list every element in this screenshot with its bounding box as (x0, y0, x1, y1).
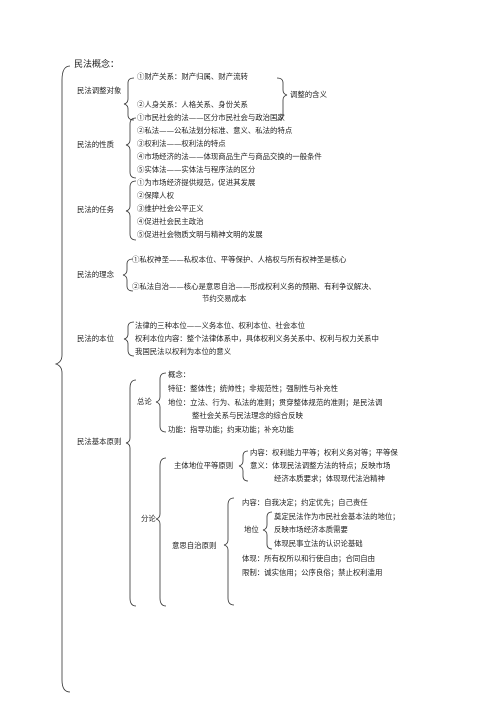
autonomy-limit: 限制：诚实信用；公序良俗；禁止权利滥用 (242, 568, 383, 577)
label-parts: 分论 (141, 514, 156, 523)
adjust-item-personal: ②人身关系：人格关系、身份关系 (137, 100, 248, 109)
equality-meaning-line-2: 经济本质要求；体现现代法治精神 (274, 474, 385, 483)
brace-adjust-right (276, 77, 288, 121)
label-adjust-object: 民法调整对象 (77, 86, 122, 95)
label-principles: 民法基本原则 (77, 437, 122, 446)
main-brace (54, 65, 71, 693)
task-item-4: ④促进社会民主政治 (137, 217, 204, 226)
label-equality: 主体地位平等原则 (174, 461, 234, 470)
page-title: 民法概念： (74, 60, 120, 70)
brace-autonomy (223, 497, 235, 606)
autonomy-status-item-2: 反映市场经济本质需要 (274, 525, 348, 534)
autonomy-status-item-3: 体现民事立法的认识论基础 (274, 539, 363, 548)
autonomy-embody: 体现：所有权所以和行使自由；合同自由 (242, 554, 376, 563)
general-function: 功能：指导功能；约束功能；补充功能 (168, 425, 294, 434)
autonomy-status-item-1: 奠定民法作为市民社会基本法的地位； (274, 512, 400, 521)
brace-standard (123, 321, 135, 357)
nature-item-2: ②私法——公私法划分标准、意义、私法的特点 (137, 126, 293, 135)
adjust-item-property: ①财产关系：财产归属、财产流转 (137, 72, 248, 81)
brace-general (155, 372, 167, 433)
task-item-2: ②保障人权 (137, 191, 174, 200)
brace-principles (125, 379, 137, 607)
brace-parts (155, 457, 167, 607)
standard-line-3: 我国民法以权利为本位的意义 (135, 347, 232, 356)
idea-item-1: ①私权神圣——私权本位、平等保护、人格权与所有权神圣是核心 (132, 255, 347, 264)
standard-line-1: 法律的三种本位——义务本位、权利本位、社会本位 (135, 321, 305, 330)
general-status-line-2: 整社会关系与民法理念的综合反映 (192, 411, 303, 420)
label-idea: 民法的理念 (77, 270, 114, 279)
task-item-5: ⑤促进社会物质文明与精神文明的发展 (137, 230, 263, 239)
brace-equality (238, 450, 249, 482)
task-item-3: ③维护社会公平正义 (137, 204, 204, 213)
label-nature: 民法的性质 (77, 140, 114, 149)
adjust-meaning: 调整的含义 (290, 90, 327, 99)
autonomy-status-label: 地位 (244, 525, 259, 534)
idea-item-2-line-1: ②私法自治——核心是意思自治——形成权利义务的预期、有利争议解决、 (132, 282, 376, 291)
task-item-1: ①为市场经济提供规范，促进其发展 (137, 178, 256, 187)
label-task: 民法的任务 (77, 205, 114, 214)
nature-item-5: ⑤实体法——实体法与程序法的区分 (137, 165, 256, 174)
equality-meaning-line-1: 意义：体现民法调整方法的特点；反映市场 (250, 461, 391, 470)
general-status-line-1: 地位：立法、行为、私法的准则；贯穿整体规范的准则；是民法调 (168, 398, 383, 407)
general-feature: 特征：整体性；统帅性；非规范性；强制性与补充性 (168, 384, 338, 393)
idea-item-2-line-2: 节约交易成本 (202, 294, 247, 303)
label-standard: 民法的本位 (77, 334, 114, 343)
brace-adjust (123, 77, 135, 121)
nature-item-1: ①市民社会的法——区分市民社会与政治国家 (137, 113, 285, 122)
autonomy-content: 内容：自我决定；约定优先；自己责任 (242, 498, 368, 507)
brace-idea (122, 258, 134, 292)
standard-line-2: 权利本位内容：整个法律体系中，具体权利义务关系中、权利与权力关系中 (135, 334, 379, 343)
general-concept: 概念： (168, 370, 191, 379)
label-general: 总论 (137, 397, 152, 406)
brace-task (125, 180, 137, 241)
brace-autonomy-status (262, 511, 273, 550)
equality-content: 内容：权利能力平等；权利义务对等；平等保 (250, 448, 398, 457)
nature-item-3: ③权利法——权利法的特点 (137, 139, 226, 148)
nature-item-4: ④市场经济的法——体现商品生产与商品交换的一般条件 (137, 152, 322, 161)
brace-nature (125, 117, 137, 179)
label-autonomy: 意思自治原则 (172, 541, 217, 550)
